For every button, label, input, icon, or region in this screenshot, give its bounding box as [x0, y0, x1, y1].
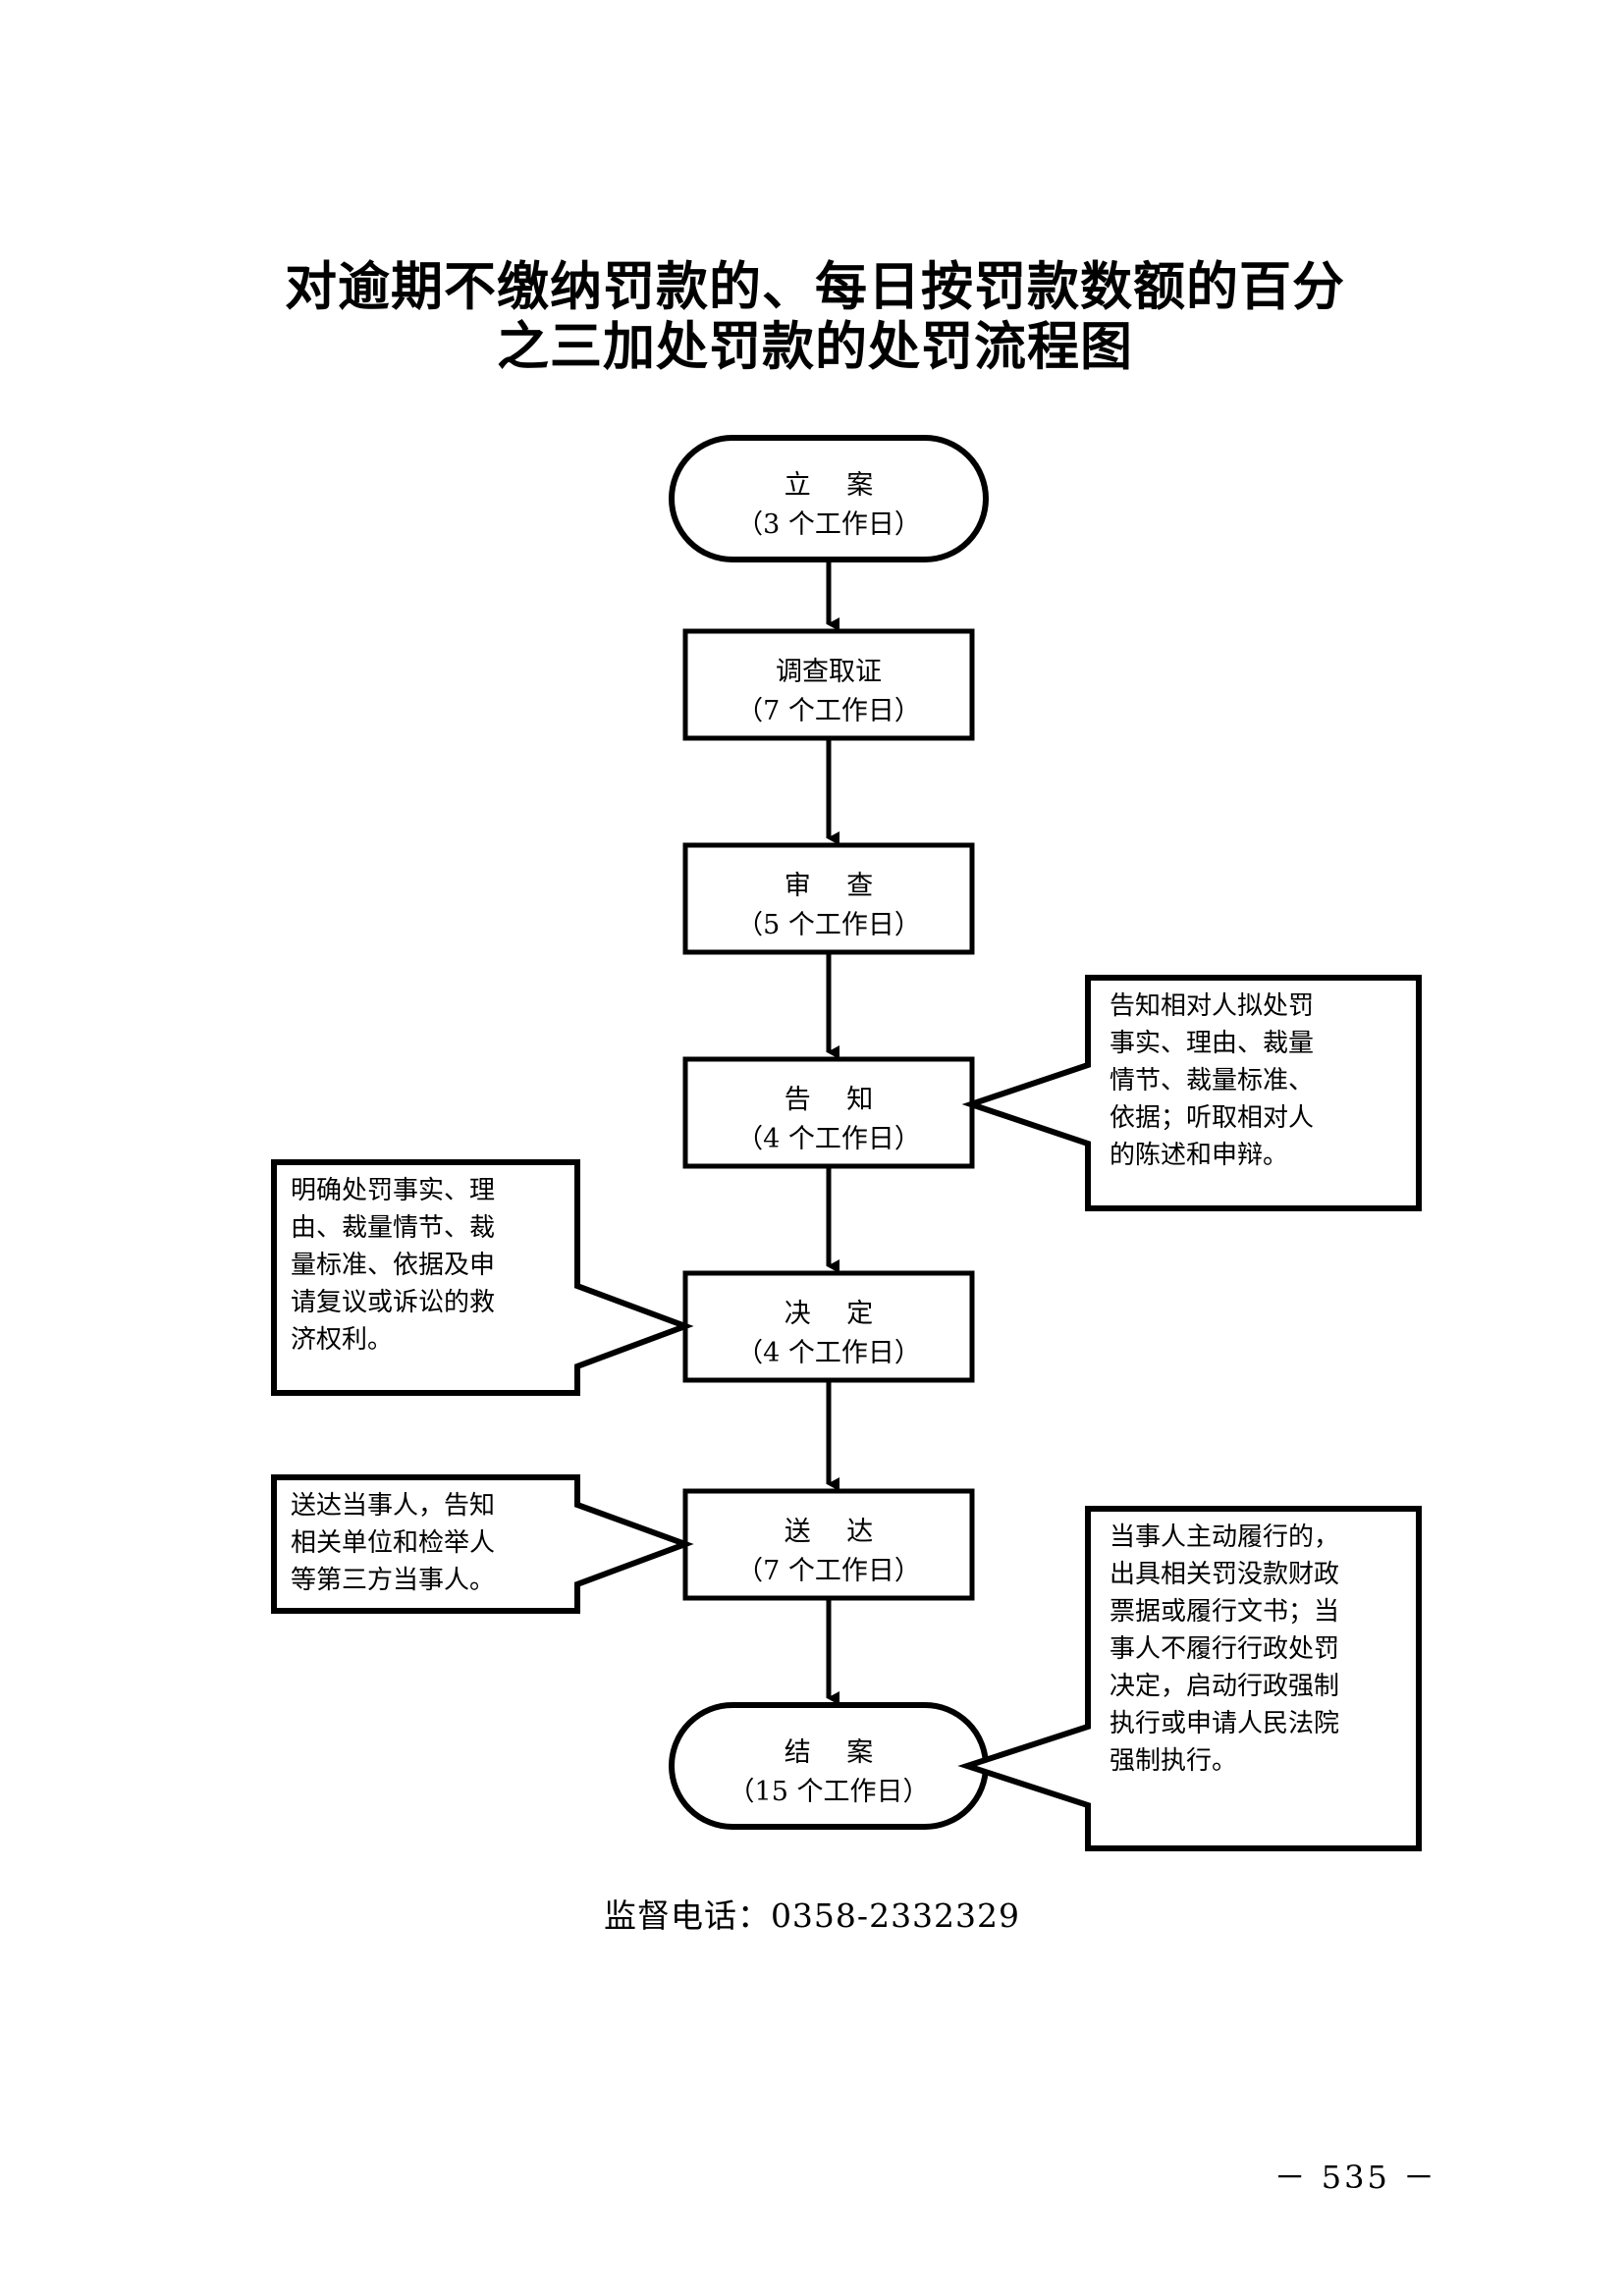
page-title-line-1: 对逾期不缴纳罚款的、每日按罚款数额的百分: [285, 256, 1345, 317]
node-review-shape: [682, 842, 975, 955]
annotation-notification-callout: [961, 975, 1422, 1211]
annotation-service-callout: [271, 1474, 694, 1614]
node-closing-shape: [669, 1702, 989, 1830]
annotation-closing-callout: [957, 1506, 1422, 1851]
annotation-decision-callout: [271, 1159, 694, 1396]
node-investigation-shape: [682, 628, 975, 741]
node-decision-shape: [682, 1270, 975, 1383]
supervision-phone: 监督电话：0358-2332329: [603, 1896, 1021, 1935]
node-filing-shape: [669, 435, 989, 562]
page-title-line-2: 之三加处罚款的处罚流程图: [497, 316, 1133, 377]
page-title: 对逾期不缴纳罚款的、每日按罚款数额的百分 之三加处罚款的处罚流程图: [0, 257, 1624, 377]
node-notification-shape: [682, 1056, 975, 1169]
node-service-shape: [682, 1488, 975, 1601]
page-number: － 535 －: [1273, 2159, 1437, 2196]
